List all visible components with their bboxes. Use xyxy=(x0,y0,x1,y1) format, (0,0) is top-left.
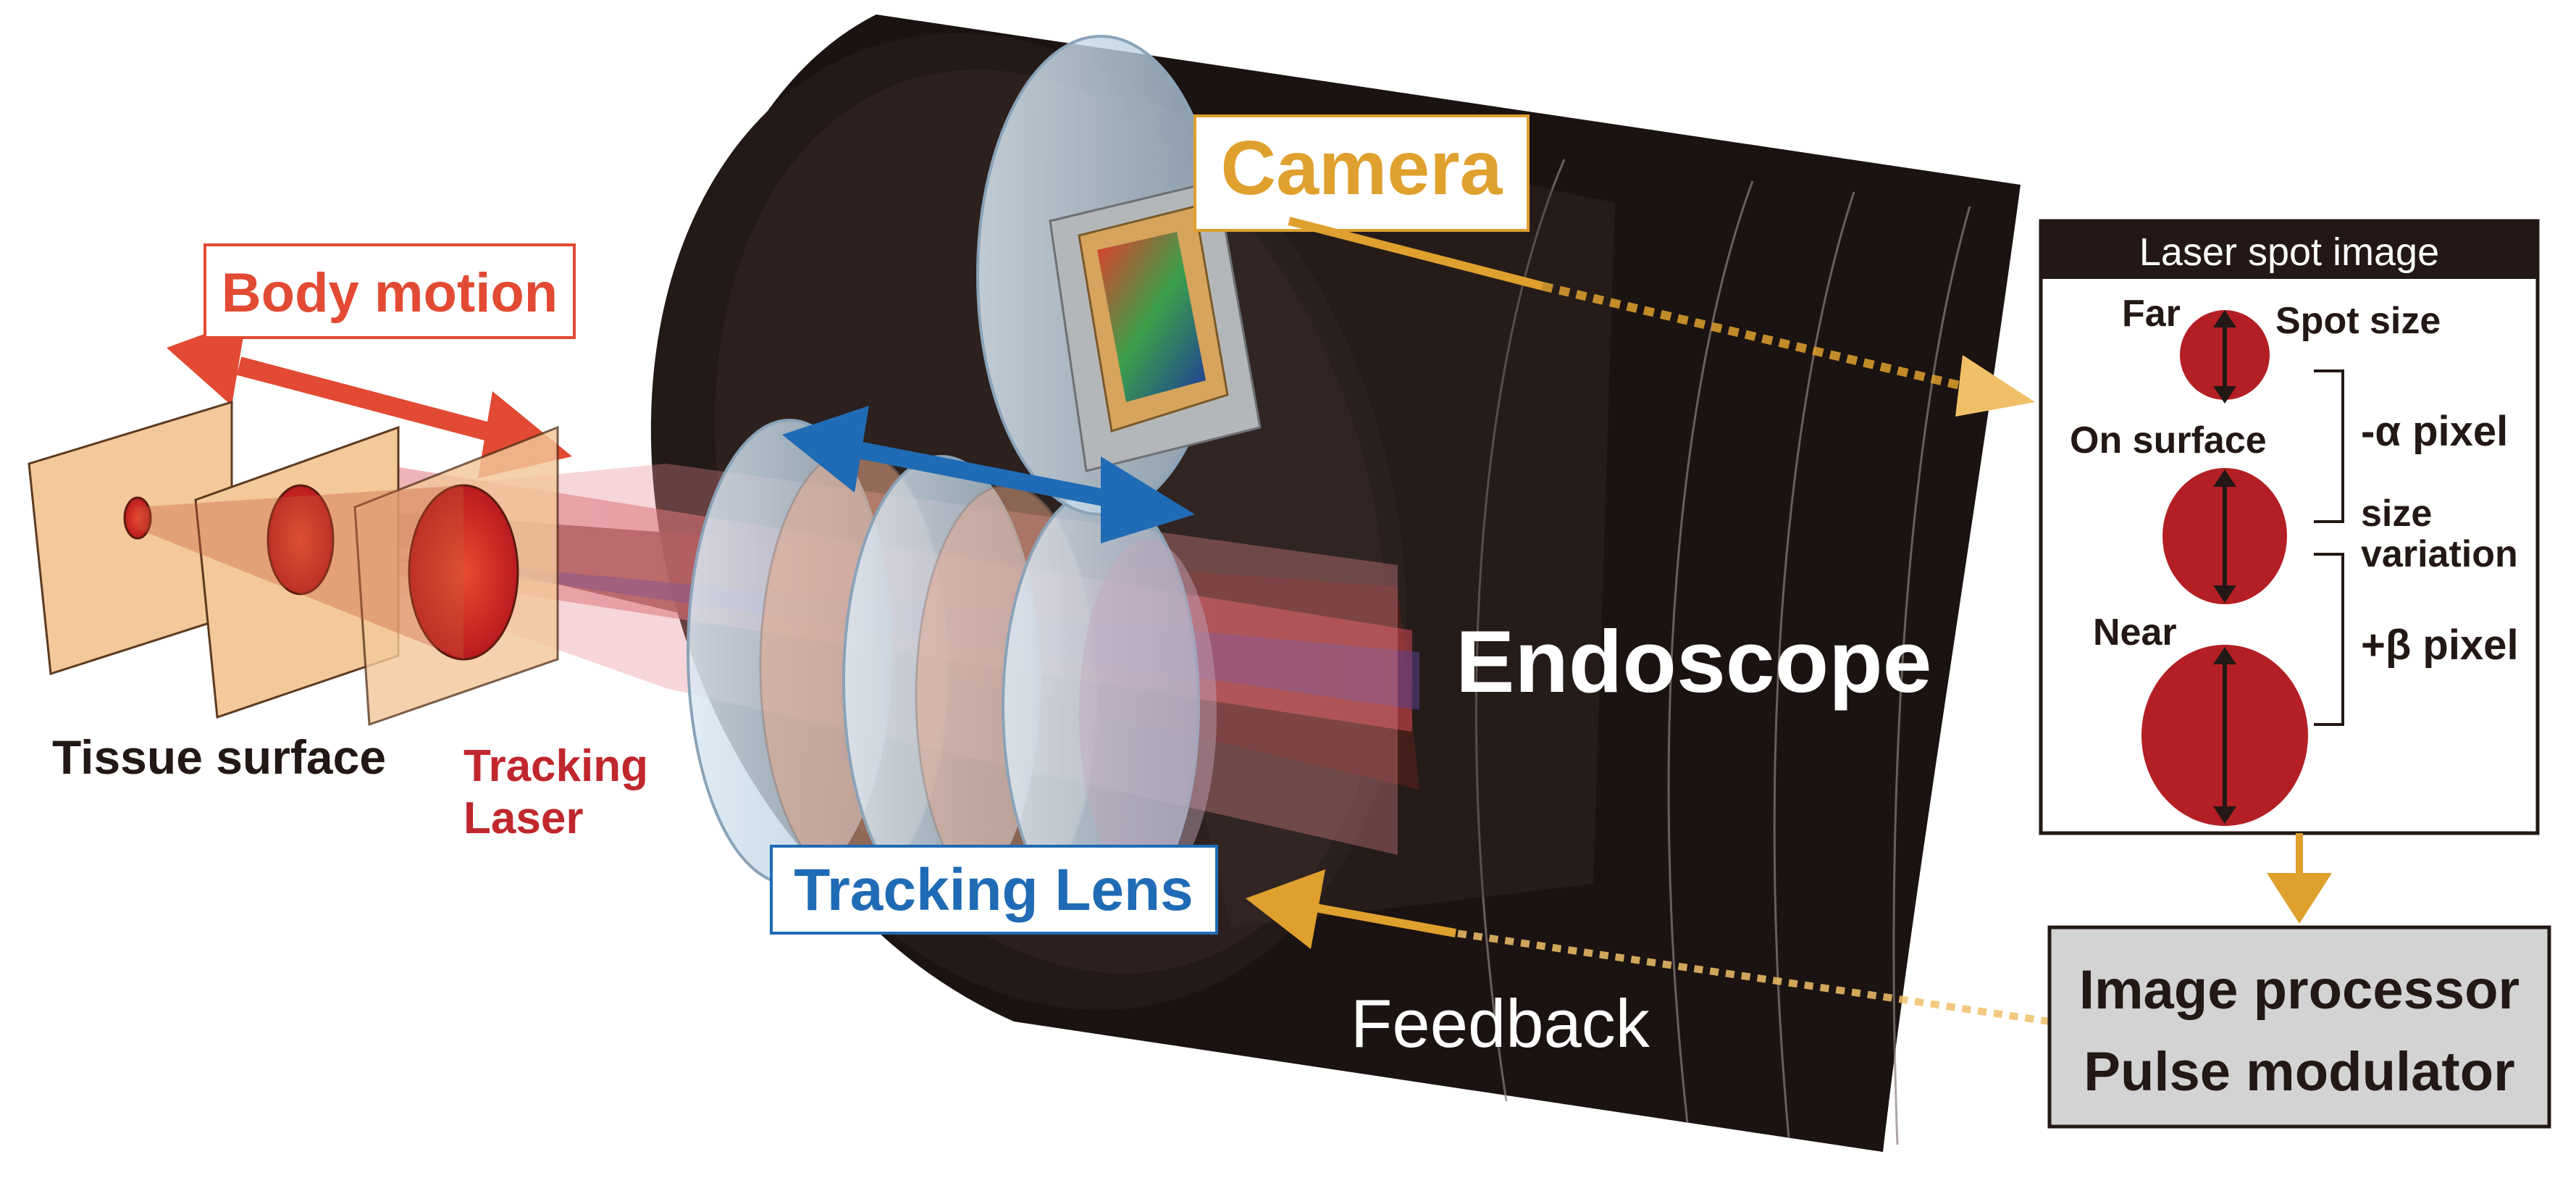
camera-module xyxy=(976,35,1262,516)
camera-label-box: Camera xyxy=(1193,114,1530,232)
tracking-laser-label-line2: Laser xyxy=(463,793,583,843)
beta-bracket xyxy=(2314,553,2344,726)
panel-to-processor-arrow xyxy=(2267,833,2332,924)
tracking-lens-assembly xyxy=(687,419,1217,925)
minus-alpha-label: -α pixel xyxy=(2361,408,2508,455)
tracking-lens-label: Tracking Lens xyxy=(794,857,1193,923)
processor-box: Image processor Pulse modulator xyxy=(2047,925,2551,1129)
laser-spot-panel: Laser spot image Far Spot size On surfac… xyxy=(2039,219,2540,835)
camera-to-panel-arrow xyxy=(1288,217,2035,417)
pulse-modulator-label: Pulse modulator xyxy=(2084,1041,2514,1103)
spot-size-label: Spot size xyxy=(2275,300,2441,342)
body-motion-label: Body motion xyxy=(222,262,558,324)
camera-label: Camera xyxy=(1221,125,1503,211)
body-motion-label-box: Body motion xyxy=(204,243,576,339)
on-surface-label: On surface xyxy=(2070,419,2267,461)
feedback-label: Feedback xyxy=(1351,985,1650,1061)
far-label: Far xyxy=(2122,293,2181,335)
alpha-bracket xyxy=(2314,369,2344,523)
tracking-lens-label-box: Tracking Lens xyxy=(770,845,1218,935)
lens-motion-arrow xyxy=(782,406,1195,543)
variation-label: variation xyxy=(2361,533,2518,575)
tissue-surface-planes xyxy=(28,400,559,727)
size-label: size xyxy=(2361,493,2432,535)
tracking-laser-label-line1: Tracking xyxy=(463,741,648,791)
plus-beta-label: +β pixel xyxy=(2361,622,2519,669)
spot-panel-title: Laser spot image xyxy=(2139,230,2439,274)
image-processor-label: Image processor xyxy=(2079,959,2520,1021)
tissue-surface-label: Tissue surface xyxy=(52,730,386,784)
endoscope-label: Endoscope xyxy=(1456,612,1932,711)
image-sensor-icon xyxy=(1097,232,1206,402)
near-label: Near xyxy=(2093,611,2177,653)
feedback-arrow xyxy=(1246,869,2050,1025)
